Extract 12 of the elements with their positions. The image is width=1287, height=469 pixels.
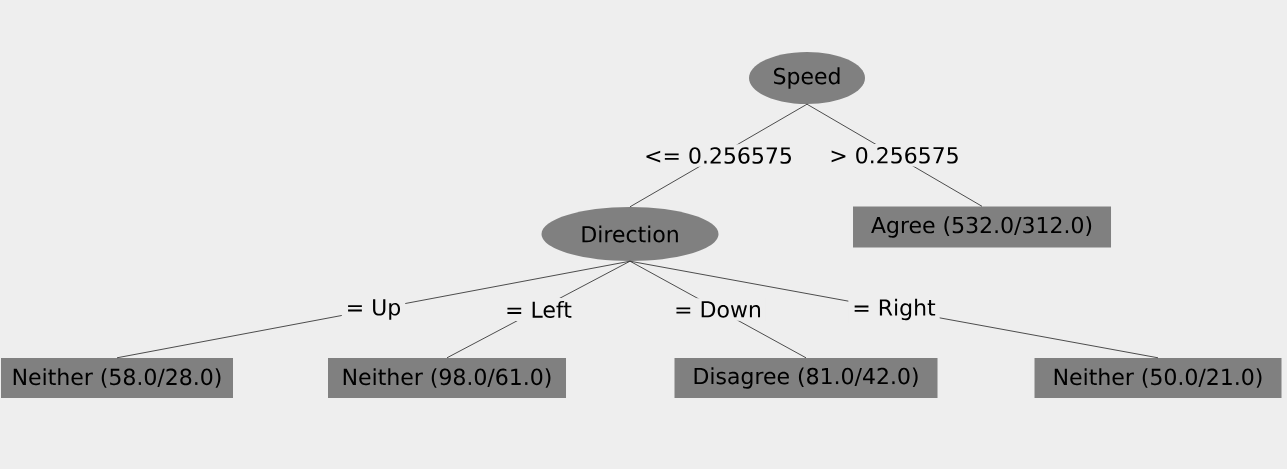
edge-label: = Left — [501, 298, 576, 321]
edge-label: = Up — [341, 296, 406, 323]
leaf-box: Neither (50.0/21.0) — [1034, 358, 1282, 398]
leaf-box: Neither (58.0/28.0) — [1, 358, 233, 398]
edge-label: = Down — [670, 298, 766, 321]
edge-label: = Right — [848, 295, 940, 324]
leaf-box: Disagree (81.0/42.0) — [674, 358, 938, 398]
leaf-box: Neither (98.0/61.0) — [328, 358, 566, 398]
leaf-box: Agree (532.0/312.0) — [853, 206, 1111, 248]
edge-label: <= 0.256575 — [640, 144, 797, 167]
edge-label: > 0.256575 — [825, 143, 964, 167]
connector — [116, 260, 631, 359]
